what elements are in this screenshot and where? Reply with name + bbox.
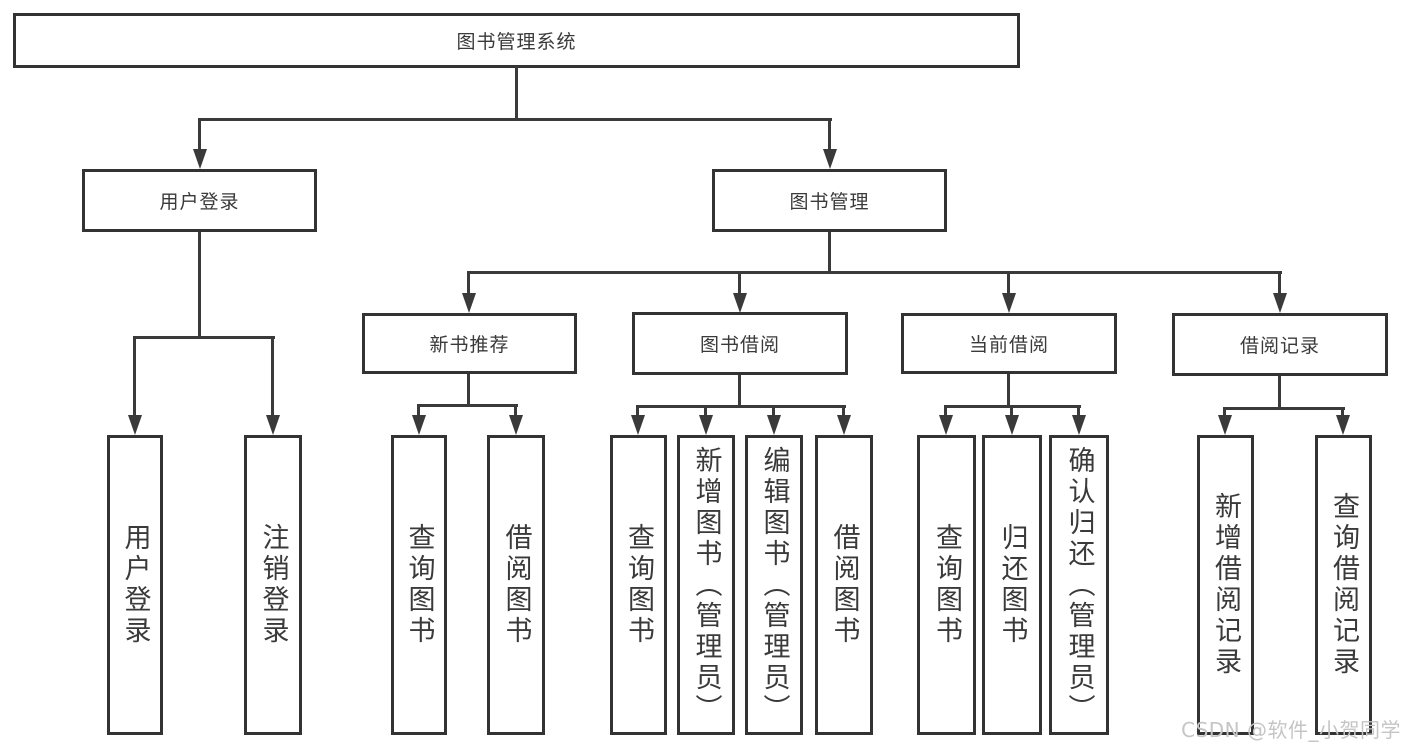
connector-line <box>1010 405 1013 417</box>
connector-line <box>1077 405 1080 417</box>
leaf-borrow-books: 借阅图书 <box>815 435 873 735</box>
node-label: 注销登录 <box>257 523 289 647</box>
leaf-query-books-recommend: 查询图书 <box>391 435 447 735</box>
arrow-down-icon <box>767 415 781 435</box>
connector-line <box>271 336 274 417</box>
arrow-down-icon <box>266 415 280 435</box>
arrow-down-icon <box>1005 415 1019 435</box>
arrow-down-icon <box>837 415 851 435</box>
arrow-down-icon <box>823 149 837 169</box>
arrow-down-icon <box>1072 415 1086 435</box>
arrow-down-icon <box>733 293 747 313</box>
node-label: 用户登录 <box>119 523 151 647</box>
leaf-return-books: 归还图书 <box>982 435 1042 735</box>
leaf-confirm-return-admin: 确认归还（管理员） <box>1049 435 1109 735</box>
node-label: 查询图书 <box>931 523 962 647</box>
connector-line <box>198 232 201 339</box>
node-borrowing-records: 借阅记录 <box>1172 313 1388 376</box>
leaf-query-books-borrowing: 查询图书 <box>610 435 667 735</box>
node-root-library-system: 图书管理系统 <box>13 13 1020 68</box>
connector-line <box>1278 271 1281 295</box>
arrow-down-icon <box>1002 293 1016 313</box>
node-book-borrowing: 图书借阅 <box>632 312 848 375</box>
node-label: 查询图书 <box>403 523 435 647</box>
connector-line <box>828 118 831 151</box>
leaf-user-login: 用户登录 <box>107 435 163 735</box>
arrow-down-icon <box>1218 415 1232 435</box>
connector-line <box>1007 374 1010 408</box>
arrow-down-icon <box>699 415 713 435</box>
csdn-watermark: CSDN @软件_小贺同学 <box>1181 718 1401 742</box>
connector-line <box>1341 407 1344 417</box>
leaf-add-borrow-record: 新增借阅记录 <box>1197 435 1254 735</box>
node-label: 借阅图书 <box>500 523 532 647</box>
node-label: 借阅记录 <box>1239 335 1320 357</box>
arrow-down-icon <box>631 415 645 435</box>
arrow-down-icon <box>462 293 476 313</box>
node-label: 图书借阅 <box>699 334 780 356</box>
node-current-borrowing: 当前借阅 <box>901 313 1117 374</box>
node-book-management: 图书管理 <box>712 169 947 232</box>
connector-line <box>468 271 1282 274</box>
arrow-down-icon <box>1273 293 1287 313</box>
connector-line <box>1223 407 1345 410</box>
node-label: 图书管理 <box>789 191 870 213</box>
node-label: 新增图书（管理员） <box>690 445 722 725</box>
connector-line <box>1223 407 1226 417</box>
connector-line <box>514 404 517 417</box>
connector-line <box>738 375 741 408</box>
node-label: 当前借阅 <box>968 334 1049 356</box>
connector-line <box>133 336 136 417</box>
connector-line <box>467 271 470 295</box>
node-label: 用户登录 <box>159 191 240 213</box>
connector-line <box>772 405 775 417</box>
connector-line <box>199 118 832 121</box>
leaf-edit-book-admin: 编辑图书（管理员） <box>745 435 803 735</box>
node-label: 查询图书 <box>623 523 654 647</box>
node-label: 编辑图书（管理员） <box>758 445 790 725</box>
connector-line <box>198 118 201 151</box>
connector-line <box>636 405 639 417</box>
node-label: 借阅图书 <box>828 523 860 647</box>
connector-line <box>515 66 518 120</box>
leaf-query-borrow-record: 查询借阅记录 <box>1315 435 1372 735</box>
node-label: 归还图书 <box>996 523 1028 647</box>
arrow-down-icon <box>128 415 142 435</box>
connector-line <box>1007 271 1010 295</box>
leaf-query-books-current: 查询图书 <box>917 435 976 735</box>
arrow-down-icon <box>412 415 426 435</box>
connector-line <box>704 405 707 417</box>
node-label: 图书管理系统 <box>456 31 577 53</box>
arrow-down-icon <box>1336 415 1350 435</box>
node-label: 新书推荐 <box>429 334 510 356</box>
connector-line <box>944 405 947 417</box>
connector-line <box>842 405 845 417</box>
connector-line <box>133 336 275 339</box>
connector-line <box>417 404 420 417</box>
leaf-borrow-books-recommend: 借阅图书 <box>487 435 545 735</box>
node-label: 新增借阅记录 <box>1210 492 1241 678</box>
node-label: 确认归还（管理员） <box>1063 445 1095 725</box>
leaf-add-book-admin: 新增图书（管理员） <box>677 435 735 735</box>
arrow-down-icon <box>509 415 523 435</box>
node-label: 查询借阅记录 <box>1328 492 1359 678</box>
connector-line <box>636 405 846 408</box>
connector-line <box>467 374 470 407</box>
connector-line <box>417 404 518 407</box>
node-user-login: 用户登录 <box>82 169 317 232</box>
connector-line <box>1278 376 1281 410</box>
arrow-down-icon <box>939 415 953 435</box>
connector-line <box>738 271 741 295</box>
connector-line <box>828 232 831 274</box>
arrow-down-icon <box>193 149 207 169</box>
node-new-book-recommend: 新书推荐 <box>362 313 577 374</box>
leaf-logout: 注销登录 <box>244 435 302 735</box>
